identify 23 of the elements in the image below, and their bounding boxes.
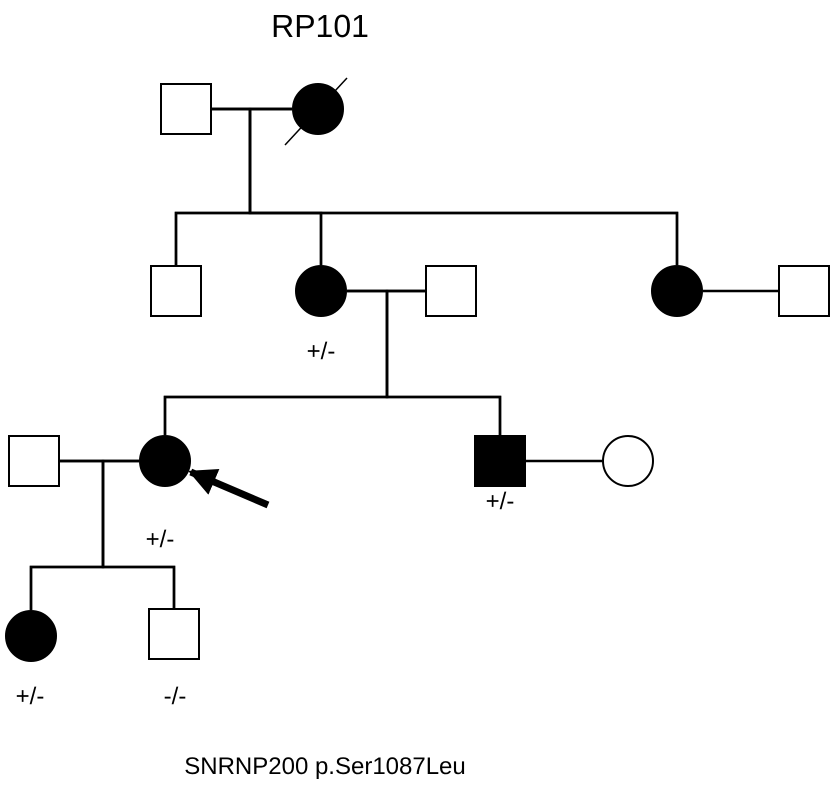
pedigree-title: RP101 xyxy=(270,7,370,46)
pedigree-line xyxy=(102,460,176,608)
pedigree-line xyxy=(526,460,602,462)
male-square xyxy=(425,265,477,317)
male-square xyxy=(8,435,60,487)
caption: SNRNP200 p.Ser1087Leu xyxy=(183,752,467,782)
pedigree-line xyxy=(386,290,502,435)
genotype-label: +/- xyxy=(144,525,176,555)
pedigree-line xyxy=(703,290,778,292)
female-circle-affected xyxy=(651,265,703,317)
genotype-label: +/- xyxy=(14,682,46,712)
genotype-label: -/- xyxy=(162,682,188,712)
male-square xyxy=(150,265,202,317)
male-square xyxy=(148,608,200,660)
proband-arrow xyxy=(188,468,270,508)
genotype-label: +/- xyxy=(306,337,336,367)
male-square xyxy=(160,83,212,135)
female-circle-affected xyxy=(295,265,347,317)
male-square xyxy=(778,265,830,317)
genotype-label: +/- xyxy=(484,487,516,517)
female-circle-affected xyxy=(292,83,344,135)
male-square-affected xyxy=(474,435,526,487)
female-circle-affected xyxy=(5,610,57,662)
